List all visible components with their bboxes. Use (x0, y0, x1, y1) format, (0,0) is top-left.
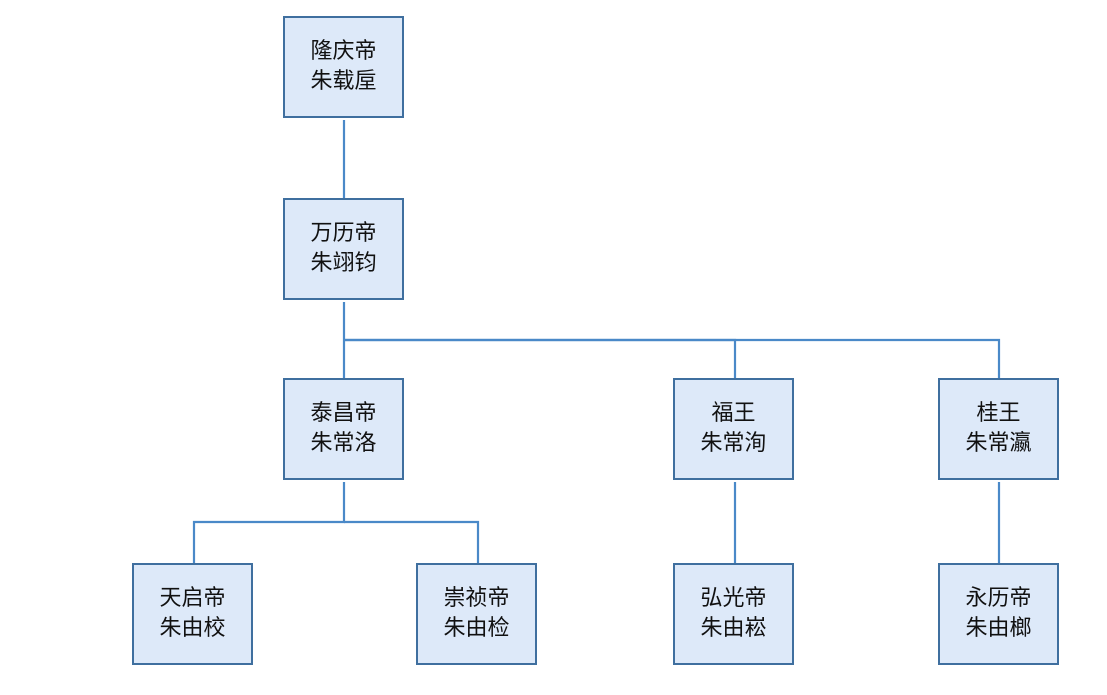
node-name: 朱由崧 (700, 616, 767, 641)
node-fuwang: 福王 朱常洵 (673, 378, 794, 480)
node-name: 朱由检 (443, 616, 510, 641)
node-yongli: 永历帝 朱由榔 (938, 563, 1059, 665)
node-name: 朱载垕 (310, 69, 377, 94)
node-taichang: 泰昌帝 朱常洛 (283, 378, 404, 480)
node-title: 万历帝 (310, 221, 377, 246)
node-wanli: 万历帝 朱翊钧 (283, 198, 404, 300)
node-title: 崇祯帝 (443, 586, 510, 611)
node-tianqi: 天启帝 朱由校 (132, 563, 253, 665)
node-title: 永历帝 (965, 586, 1032, 611)
node-hongguang: 弘光帝 朱由崧 (673, 563, 794, 665)
node-title: 弘光帝 (700, 586, 767, 611)
node-title: 桂王 (976, 401, 1021, 426)
edge-taichang-tianqi (192, 482, 346, 563)
node-name: 朱由校 (159, 616, 226, 641)
edge-wanli-fuwang (344, 338, 737, 378)
node-name: 朱常洵 (700, 431, 767, 456)
edge-taichang-chongzhen (344, 520, 480, 563)
node-name: 朱翊钧 (310, 251, 377, 276)
node-name: 朱由榔 (965, 616, 1032, 641)
node-title: 天启帝 (159, 586, 226, 611)
node-chongzhen: 崇祯帝 朱由检 (416, 563, 537, 665)
node-title: 泰昌帝 (310, 401, 377, 426)
node-longqing: 隆庆帝 朱载垕 (283, 16, 404, 118)
node-title: 隆庆帝 (310, 39, 377, 64)
edge-wanli-guiwang (344, 338, 1001, 378)
node-title: 福王 (711, 401, 756, 426)
node-name: 朱常瀛 (965, 431, 1032, 456)
node-guiwang: 桂王 朱常瀛 (938, 378, 1059, 480)
node-name: 朱常洛 (310, 431, 377, 456)
